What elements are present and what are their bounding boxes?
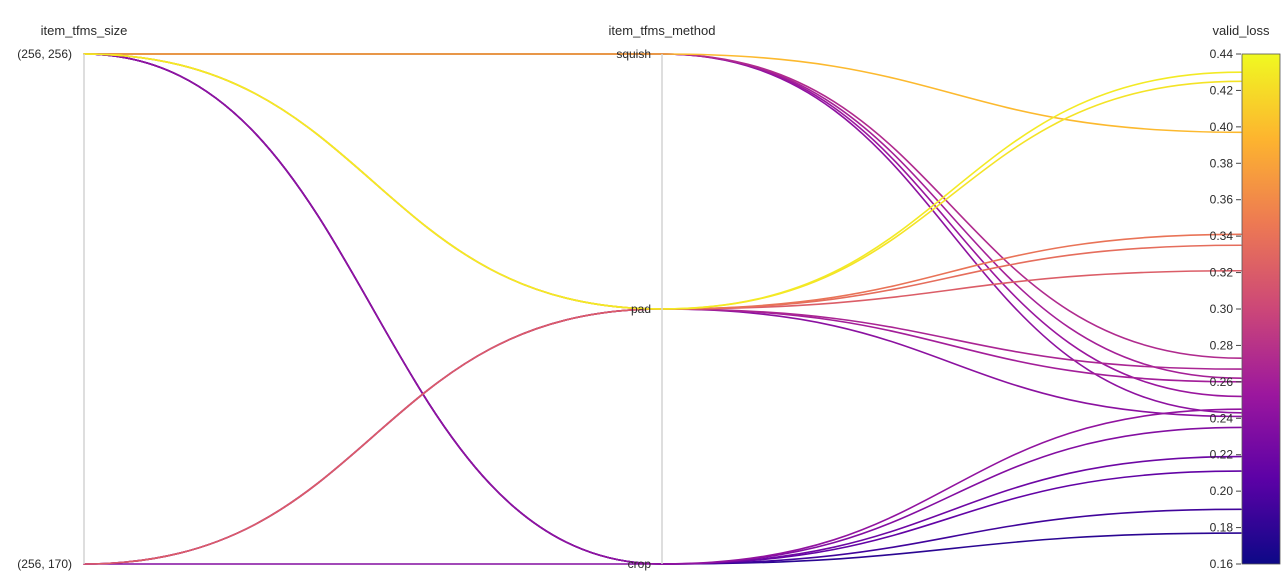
cat-label-size-256-170: (256, 170) xyxy=(17,557,72,571)
valid-loss-tick-label: 0.40 xyxy=(1210,120,1234,134)
cat-label-size-256-256: (256, 256) xyxy=(17,47,72,61)
run-line-10[interactable] xyxy=(83,53,1242,565)
cat-label-method-pad: pad xyxy=(631,302,651,316)
valid-loss-ticks: 0.44 0.42 0.40 0.38 0.36 0.34 0.32 0.30 0.28 0.26… xyxy=(1210,47,1241,571)
valid-loss-tick-label: 0.22 xyxy=(1210,448,1234,462)
valid-loss-tick-label: 0.42 xyxy=(1210,83,1234,97)
cat-label-method-crop: crop xyxy=(628,557,652,571)
cat-label-method-squish: squish xyxy=(616,47,651,61)
valid-loss-tick-label: 0.16 xyxy=(1210,557,1234,571)
valid-loss-tick-label: 0.20 xyxy=(1210,484,1234,498)
axis-valid-loss[interactable]: valid_loss 0.440.420.400.380.360.340.320… xyxy=(1210,23,1281,571)
valid-loss-tick-label: 0.36 xyxy=(1210,193,1234,207)
valid-loss-tick-label: 0.44 xyxy=(1210,47,1234,61)
run-line-15[interactable] xyxy=(83,269,1242,565)
valid-loss-tick-label: 0.30 xyxy=(1210,302,1234,316)
axis-item-tfms-method[interactable]: item_tfms_method squish pad crop xyxy=(609,23,716,571)
axis-item-tfms-size[interactable]: item_tfms_size (256, 256) (256, 170) xyxy=(17,23,127,571)
valid-loss-tick-label: 0.26 xyxy=(1210,375,1234,389)
axis-title-valid-loss: valid_loss xyxy=(1212,23,1270,38)
valid-loss-tick-label: 0.34 xyxy=(1210,229,1234,243)
valid-loss-tick-label: 0.24 xyxy=(1210,411,1234,425)
valid-loss-tick-label: 0.38 xyxy=(1210,156,1234,170)
valid-loss-tick-label: 0.32 xyxy=(1210,266,1234,280)
axis-title-item-tfms-size: item_tfms_size xyxy=(41,23,128,38)
colorbar xyxy=(1241,53,1281,565)
valid-loss-tick-label: 0.18 xyxy=(1210,521,1234,535)
valid-loss-tick-label: 0.28 xyxy=(1210,338,1234,352)
axis-title-item-tfms-method: item_tfms_method xyxy=(609,23,716,38)
